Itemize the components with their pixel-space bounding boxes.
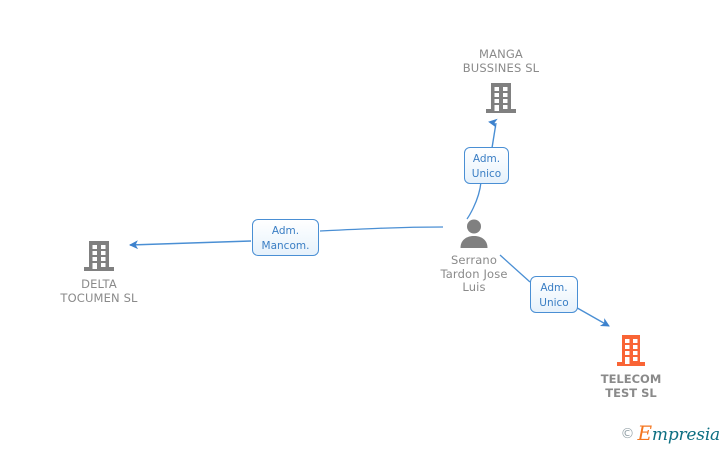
empresia-watermark: © Empresia <box>621 423 721 444</box>
person-icon <box>399 217 549 251</box>
building-icon <box>24 237 174 275</box>
node-serrano-tardon-jose-luis[interactable]: Serrano Tardon Jose Luis <box>399 217 549 295</box>
building-icon <box>426 79 576 117</box>
node-telecom-test-sl[interactable]: TELECOM TEST SL <box>556 332 706 400</box>
edge-person-to-manga-lower <box>466 181 482 220</box>
edge-label-adm-unico-manga[interactable]: Adm. Unico <box>464 147 509 184</box>
node-manga-bussines-sl[interactable]: MANGA BUSSINES SL <box>426 47 576 117</box>
node-label-manga: MANGA BUSSINES SL <box>462 47 540 75</box>
node-label-person: Serrano Tardon Jose Luis <box>440 253 508 295</box>
brand-rest: mpresia <box>651 425 720 445</box>
node-label-delta: DELTA TOCUMEN SL <box>60 277 138 305</box>
node-delta-tocumen-sl[interactable]: DELTA TOCUMEN SL <box>24 237 174 305</box>
node-label-telecom: TELECOM TEST SL <box>600 372 662 400</box>
edge-label-adm-mancom-delta[interactable]: Adm. Mancom. <box>252 219 319 256</box>
brand-initial: E <box>637 421 653 445</box>
building-icon <box>556 332 706 370</box>
edge-person-to-manga-upper <box>488 118 498 149</box>
copyright-icon: © <box>620 425 635 442</box>
edge-label-adm-unico-telecom[interactable]: Adm. Unico <box>530 276 578 313</box>
brand-name: Empresia <box>638 423 721 444</box>
